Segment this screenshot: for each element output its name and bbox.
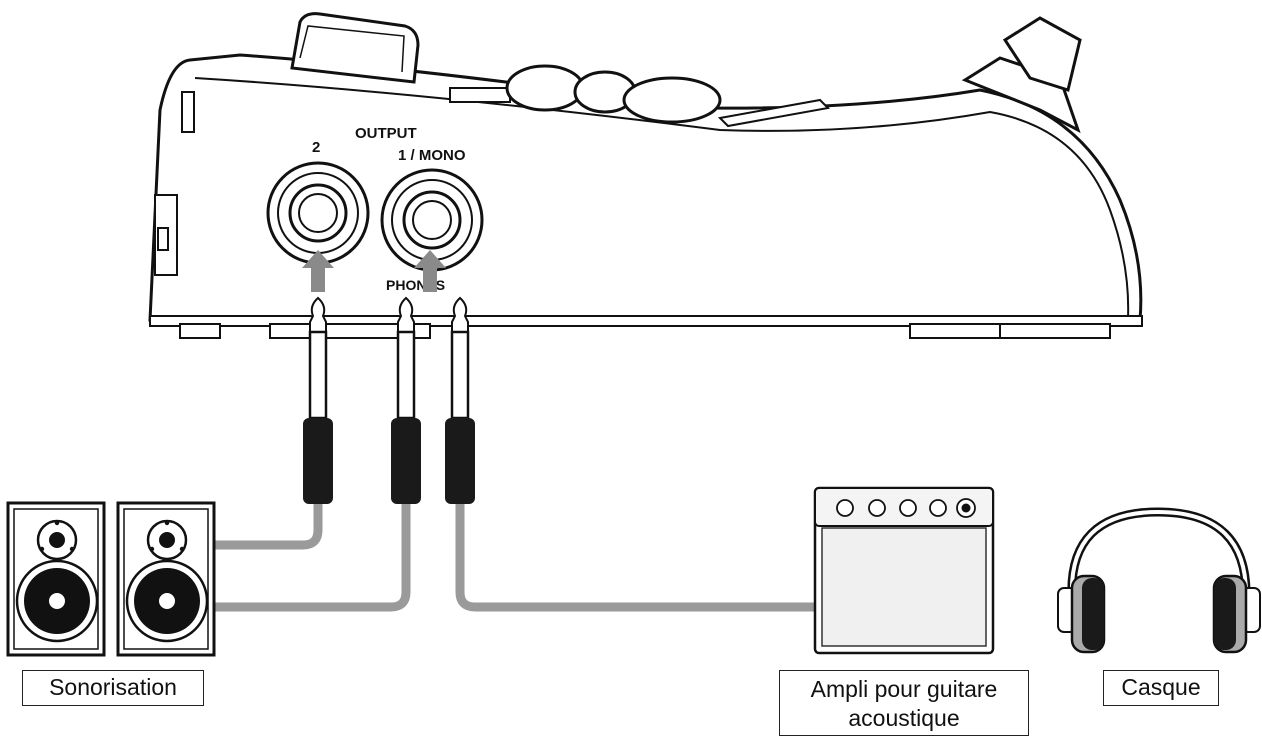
caption-headphones: Casque <box>1103 670 1219 706</box>
top-pedal-left <box>290 12 420 84</box>
top-rail-right <box>717 98 831 128</box>
amp-knob-4 <box>929 499 947 517</box>
cable-output-2 <box>214 502 323 550</box>
caption-sound-system: Sonorisation <box>22 670 204 706</box>
top-pedal-inner <box>299 25 405 73</box>
side-connector-small <box>157 227 169 251</box>
device-top-contour <box>194 77 1130 319</box>
arrow-up-jack-1 <box>414 250 446 292</box>
speaker-right <box>116 501 216 657</box>
jack-2-label: 2 <box>312 139 320 156</box>
amp-knob-2 <box>868 499 886 517</box>
output-jack-2 <box>266 161 370 265</box>
device-foot-right-2 <box>999 323 1111 339</box>
amp-knob-3 <box>899 499 917 517</box>
output-jack-1-mono <box>380 168 484 272</box>
caption-headphones-text: Casque <box>1121 674 1201 700</box>
output-label: OUTPUT <box>355 125 417 142</box>
arrow-up-jack-2 <box>302 250 334 292</box>
device-foot-left <box>179 323 221 339</box>
top-knob-1 <box>505 64 585 112</box>
device-foot-right-1 <box>909 323 1001 339</box>
speaker-left <box>6 501 106 657</box>
acoustic-amp <box>813 486 995 655</box>
headphones <box>1057 507 1261 654</box>
volume-knob <box>1002 16 1082 92</box>
plug-output-2 <box>303 296 333 504</box>
top-knob-3 <box>622 76 722 124</box>
cable-output-1 <box>214 502 411 612</box>
device-base <box>149 315 1143 327</box>
side-connector-top <box>181 91 195 133</box>
cables <box>214 502 815 612</box>
caption-amp-line2: acoustique <box>848 705 960 731</box>
plug-phones <box>445 296 475 504</box>
caption-acoustic-amp: Ampli pour guitare acoustique <box>779 670 1029 736</box>
plug-output-1 <box>391 296 421 504</box>
top-rail <box>449 87 511 103</box>
amp-knob-1 <box>836 499 854 517</box>
jack-1-mono-label: 1 / MONO <box>398 147 466 164</box>
caption-sound-system-text: Sonorisation <box>49 674 177 700</box>
caption-amp-line1: Ampli pour guitare <box>810 676 998 702</box>
cable-phones <box>455 502 815 612</box>
